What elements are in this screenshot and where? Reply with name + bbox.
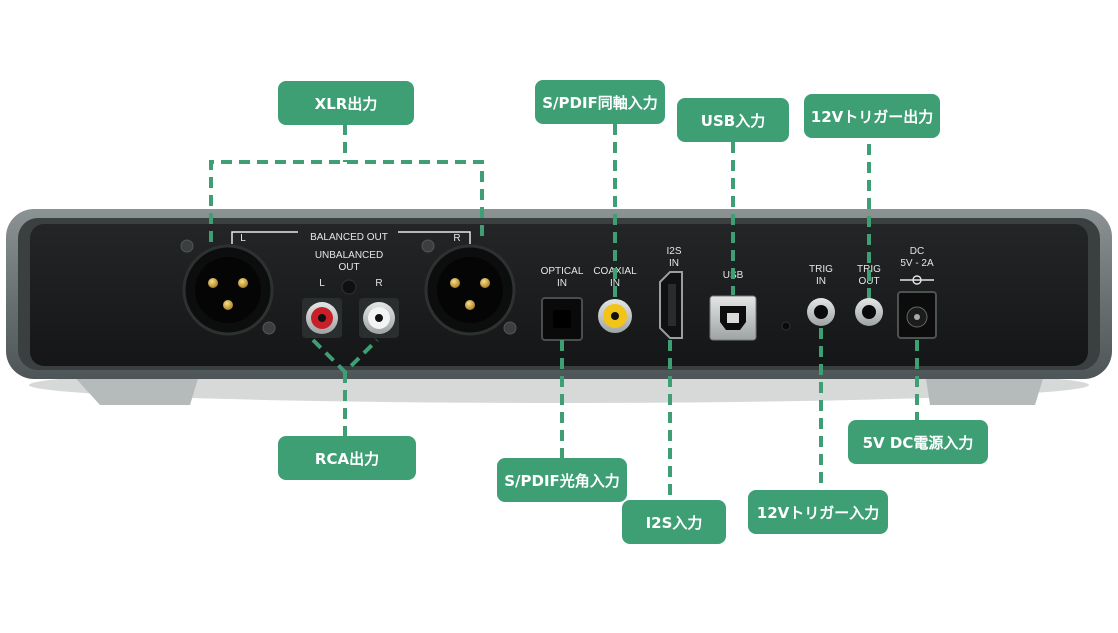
optical-label-line2: IN <box>557 278 567 289</box>
i2s-label-line1: I2S <box>666 246 681 257</box>
trig-out-label-line2: OUT <box>858 276 879 287</box>
balanced-bracket <box>231 231 471 244</box>
xlr-left-connector <box>180 239 276 336</box>
trig-in-label-line2: IN <box>816 276 826 287</box>
balanced-left-label: L <box>240 233 246 244</box>
callout-rca-out: RCA出力 <box>278 436 416 480</box>
rca-right-jack <box>359 298 399 338</box>
callout-xlr-out: XLR出力 <box>278 81 414 125</box>
coaxial-jack <box>598 299 632 333</box>
trig-in-jack <box>807 298 835 326</box>
trig-in-label-line1: TRIG <box>809 264 833 275</box>
callout-12v-trigger-out: 12Vトリガー出力 <box>804 94 940 138</box>
callout-usb-in: USB入力 <box>677 98 789 142</box>
rca-left-label: L <box>319 278 325 289</box>
callout-12v-trigger-in: 12Vトリガー入力 <box>748 490 888 534</box>
xlr-right-connector <box>421 239 517 336</box>
usb-b-port <box>709 295 757 341</box>
ground-screw <box>341 279 357 295</box>
callout-spdif-coax-in: S/PDIF同軸入力 <box>535 80 665 124</box>
optical-port <box>541 297 583 341</box>
leader-xlr <box>209 124 484 242</box>
dc-label-line1: DC <box>910 246 924 257</box>
right-foot <box>925 372 1045 405</box>
balanced-out-label: BALANCED OUT <box>310 232 388 243</box>
balanced-right-label: R <box>453 233 460 244</box>
rca-right-label: R <box>375 278 382 289</box>
optical-label-line1: OPTICAL <box>541 266 584 277</box>
dc-power-jack <box>897 291 937 339</box>
i2s-label-line2: IN <box>669 258 679 269</box>
rca-left-jack <box>302 298 342 338</box>
rear-panel <box>30 224 1088 366</box>
i2s-hdmi-port <box>659 271 683 339</box>
leader-lines <box>209 124 919 500</box>
unbalanced-label-line2: OUT <box>338 262 359 273</box>
unbalanced-label-line1: UNBALANCED <box>315 250 383 261</box>
leader-rca <box>311 338 379 436</box>
status-led <box>781 321 791 331</box>
callout-i2s-in: I2S入力 <box>622 500 726 544</box>
coaxial-label-line2: IN <box>610 278 620 289</box>
dc-polarity-symbol <box>900 275 934 285</box>
callout-5v-dc-power-in: 5V DC電源入力 <box>848 420 988 464</box>
trig-out-label-line1: TRIG <box>857 264 881 275</box>
trig-out-jack <box>855 298 883 326</box>
dc-label-line2: 5V - 2A <box>900 258 934 269</box>
left-foot <box>70 372 200 405</box>
callout-spdif-optical-in: S/PDIF光角入力 <box>497 458 627 502</box>
